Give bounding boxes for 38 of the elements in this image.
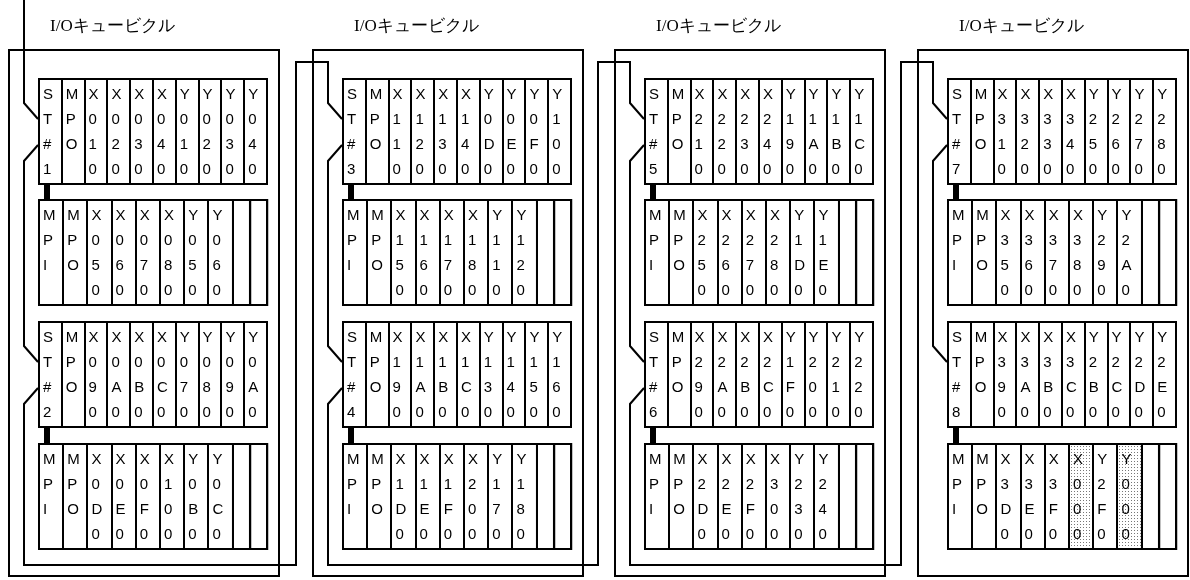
cubicle-heading: I/Oキュービクル	[656, 15, 781, 37]
empty-slot	[248, 443, 269, 550]
empty-slot	[854, 199, 875, 306]
cable-line	[629, 144, 645, 363]
connector-bar	[650, 428, 656, 443]
cable-line	[629, 61, 948, 566]
cubicle-heading: I/Oキュービクル	[354, 15, 479, 37]
cubicle-heading: I/Oキュービクル	[50, 15, 175, 37]
empty-slot	[1157, 443, 1178, 550]
rack-panel	[947, 443, 1177, 550]
connector-bar	[953, 428, 959, 443]
empty-slot	[231, 443, 251, 550]
empty-slot	[535, 443, 555, 550]
connector-bar	[44, 185, 50, 199]
empty-slot	[837, 199, 857, 306]
cable-line	[23, 144, 39, 363]
empty-slot	[1157, 199, 1178, 306]
connector-bar	[953, 185, 959, 199]
empty-slot	[552, 443, 573, 550]
empty-slot	[231, 199, 251, 306]
cable-line	[327, 61, 645, 566]
empty-slot	[1140, 443, 1160, 550]
connector-bar	[650, 185, 656, 199]
cubicle-heading: I/Oキュービクル	[959, 15, 1084, 37]
io-slot: Y000	[1116, 443, 1143, 550]
empty-slot	[248, 199, 269, 306]
empty-slot	[1140, 199, 1160, 306]
empty-slot	[854, 443, 875, 550]
cable-line	[23, 0, 39, 120]
connector-bar	[348, 428, 354, 443]
empty-slot	[535, 199, 555, 306]
cable-line	[23, 61, 343, 566]
cable-line	[932, 144, 948, 363]
connector-bar	[348, 185, 354, 199]
connector-bar	[44, 428, 50, 443]
empty-slot	[837, 443, 857, 550]
empty-slot	[552, 199, 573, 306]
cable-line	[327, 144, 343, 363]
